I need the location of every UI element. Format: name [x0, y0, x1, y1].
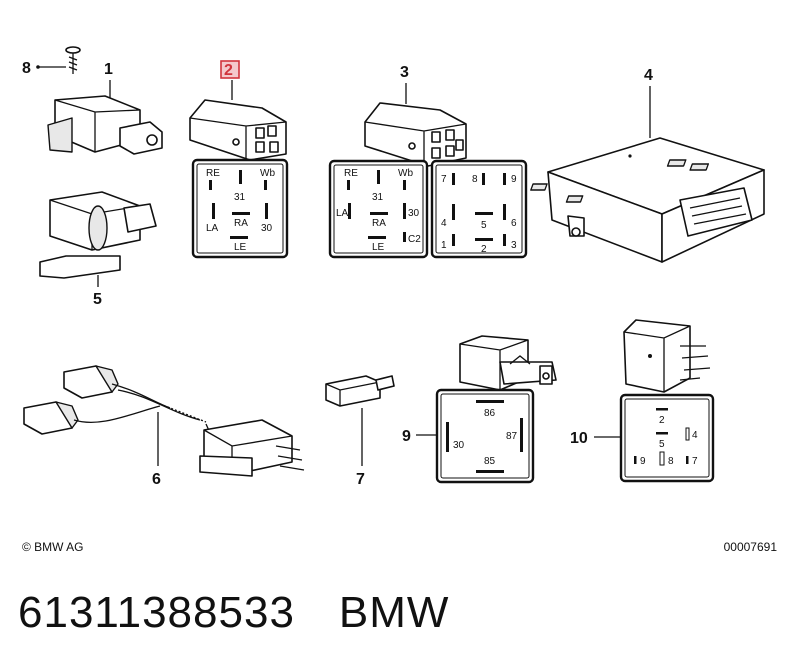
- callout-2-highlight[interactable]: [220, 60, 240, 79]
- callout-2: 2: [224, 62, 233, 79]
- pin-30: 30: [453, 440, 465, 451]
- part-1-relay[interactable]: [47, 95, 163, 155]
- part-8-screw[interactable]: [65, 46, 81, 74]
- pin-8: 8: [668, 456, 674, 467]
- pin-85: 85: [484, 456, 496, 467]
- part-5-relay[interactable]: [39, 191, 157, 279]
- pinout-3a: RE Wb 31 LA RA 30 LE C2: [328, 159, 429, 259]
- part-3-relay[interactable]: [364, 102, 467, 167]
- pin-1: 1: [441, 240, 447, 251]
- pin-c2: C2: [408, 234, 421, 245]
- callout-7: 7: [356, 471, 365, 488]
- part-9-relay[interactable]: [459, 335, 557, 391]
- brand-name: BMW: [338, 588, 450, 637]
- pin-2: 2: [659, 415, 665, 426]
- pin-3: 3: [511, 240, 517, 251]
- pin-86: 86: [484, 408, 496, 419]
- pin-8: 8: [472, 174, 478, 185]
- callout-6: 6: [152, 471, 161, 488]
- pin-la: LA: [336, 208, 349, 219]
- copyright-text: © BMW AG: [22, 540, 84, 554]
- part-number[interactable]: 61311388533: [18, 588, 295, 637]
- pin-5: 5: [659, 439, 665, 450]
- pin-le: LE: [234, 242, 247, 253]
- pinout-3b: 7 8 9 4 5 6 1 2 3: [430, 159, 528, 259]
- pin-9: 9: [511, 174, 517, 185]
- callout-1: 1: [104, 61, 113, 78]
- pin-re: RE: [206, 168, 220, 179]
- pinout-2: RE Wb 31 LA RA 30 LE: [191, 158, 289, 259]
- pin-le: LE: [372, 242, 385, 253]
- part-2-relay[interactable]: [189, 99, 287, 161]
- part-6-harness[interactable]: [23, 365, 305, 477]
- pin-9: 9: [640, 456, 646, 467]
- pin-30: 30: [408, 208, 420, 219]
- callout-3: 3: [400, 64, 409, 81]
- callout-4: 4: [644, 67, 653, 84]
- pin-6: 6: [511, 218, 517, 229]
- pin-30: 30: [261, 223, 273, 234]
- callout-8: 8: [22, 60, 31, 77]
- part-4-control-unit[interactable]: [530, 137, 765, 263]
- pinout-10: 2 5 4 9 8 7: [619, 393, 715, 483]
- diagram-id: 00007691: [723, 540, 777, 554]
- pin-ra: RA: [372, 218, 386, 229]
- pin-87: 87: [506, 431, 518, 442]
- pin-re: RE: [344, 168, 358, 179]
- part-7-connector[interactable]: [325, 375, 395, 407]
- pin-la: LA: [206, 223, 219, 234]
- pin-31: 31: [372, 192, 384, 203]
- pinout-9: 86 30 87 85: [435, 388, 535, 484]
- pin-4: 4: [441, 218, 447, 229]
- pin-7: 7: [692, 456, 698, 467]
- pin-wb: Wb: [260, 168, 275, 179]
- part-number-line: 61311388533 BMW: [18, 588, 449, 638]
- callout-10: 10: [570, 430, 588, 447]
- callout-9: 9: [402, 428, 411, 445]
- pin-7: 7: [441, 174, 447, 185]
- callout-5: 5: [93, 291, 102, 308]
- pin-31: 31: [234, 192, 246, 203]
- pin-2: 2: [481, 244, 487, 255]
- pin-ra: RA: [234, 218, 248, 229]
- pin-5: 5: [481, 220, 487, 231]
- pin-wb: Wb: [398, 168, 413, 179]
- parts-diagram: 8 1 5 2 RE Wb 31: [22, 46, 765, 488]
- pin-4: 4: [692, 430, 698, 441]
- part-10-relay[interactable]: [623, 319, 711, 393]
